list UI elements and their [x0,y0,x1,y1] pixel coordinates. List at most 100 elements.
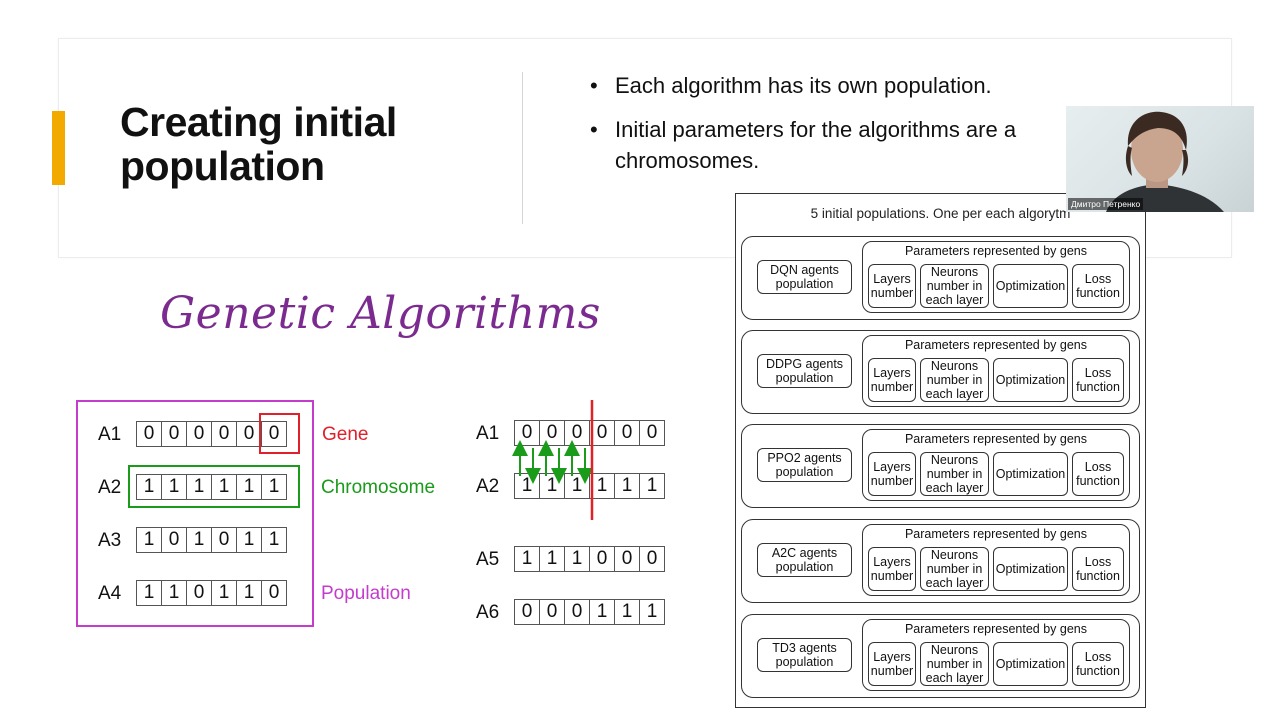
slide-title: Creating initial population [120,99,397,189]
algorithm-name: TD3 agents population [757,638,852,672]
param-layers-number: Layers number [868,452,916,496]
gene-label: Gene [322,424,369,445]
bullet-item: • Initial parameters for the algorithms a… [590,114,1060,176]
gene-cell: 0 [186,421,212,447]
gene-cell: 1 [589,599,615,625]
gene-cell: 0 [211,421,237,447]
gene-cell: 0 [186,580,212,606]
participant-name: Дмитро Петренко [1068,198,1144,210]
gene-cell: 1 [564,546,590,572]
gene-cell: 1 [261,474,287,500]
param-optimization: Optimization [993,264,1068,308]
chromosome-highlight-box [128,465,300,508]
gene-cell: 1 [136,527,162,553]
bullet-dot: • [590,117,598,142]
bullet-item: • Each algorithm has its own population. [590,70,1060,101]
param-loss-function: Loss function [1072,642,1124,686]
gene-cell: 1 [514,546,540,572]
parameter-group: Parameters represented by gens Layers nu… [862,429,1130,501]
bullet-dot: • [590,73,598,98]
gene-cell: 1 [236,474,262,500]
speaker-silhouette [1106,111,1224,212]
param-layers-number: Layers number [868,547,916,591]
population-label: Population [321,583,411,604]
row-label: A5 [476,549,500,570]
parameter-caption: Parameters represented by gens [904,244,1088,258]
bullet-list: •Each algorithm has its own population. … [590,70,1060,189]
bullet-text: Initial parameters for the algorithms ar… [615,117,1017,173]
algorithm-panel-ddpg: DDPG agents population Parameters repres… [741,330,1140,414]
parameter-caption: Parameters represented by gens [904,622,1088,636]
row-label: A6 [476,602,500,623]
param-optimization: Optimization [993,358,1068,402]
parameter-caption: Parameters represented by gens [904,338,1088,352]
gene-cell: 0 [261,580,287,606]
crossover-arrows [512,400,594,520]
gene-cell: 1 [136,580,162,606]
param-layers-number: Layers number [868,264,916,308]
gene-highlight-box [259,413,300,454]
gene-cell: 1 [186,527,212,553]
parameter-group: Parameters represented by gens Layers nu… [862,335,1130,407]
row-label: A2 [476,476,500,497]
param-layers-number: Layers number [868,642,916,686]
child-row-a5: 1 1 1 0 0 0 [514,546,665,572]
param-optimization: Optimization [993,452,1068,496]
population-box [76,400,314,627]
algorithm-name: DQN agents population [757,260,852,294]
param-loss-function: Loss function [1072,452,1124,496]
param-neurons-number: Neurons number in each layer [920,642,989,686]
algorithm-panel-a2c: A2C agents population Parameters represe… [741,519,1140,603]
row-label: A1 [476,423,500,444]
gene-cell: 0 [161,421,187,447]
row-label: A1 [98,424,122,445]
param-loss-function: Loss function [1072,358,1124,402]
algorithm-panel-td3: TD3 agents population Parameters represe… [741,614,1140,698]
gene-cell: 1 [186,474,212,500]
algorithm-name: A2C agents population [757,543,852,577]
parameter-group: Parameters represented by gens Layers nu… [862,524,1130,596]
gene-cell: 0 [614,546,640,572]
gene-cell: 0 [236,421,262,447]
parameter-caption: Parameters represented by gens [904,432,1088,446]
algorithm-name: DDPG agents population [757,354,852,388]
gene-cell: 0 [639,420,665,446]
webcam-video[interactable]: Дмитро Петренко [1066,106,1254,212]
gene-cell: 0 [514,599,540,625]
gene-cell: 0 [211,527,237,553]
accent-bar [52,111,65,185]
gene-cell: 1 [614,599,640,625]
header-divider [522,72,523,224]
param-loss-function: Loss function [1072,264,1124,308]
gene-cell: 1 [639,473,665,499]
param-neurons-number: Neurons number in each layer [920,547,989,591]
gene-cell: 1 [539,546,565,572]
chromosome-row-a4: 1 1 0 1 1 0 [136,580,287,606]
gene-cell: 0 [589,546,615,572]
algorithm-panel-dqn: DQN agents population Parameters represe… [741,236,1140,320]
chromosome-row-a3: 1 0 1 0 1 1 [136,527,287,553]
gene-cell: 1 [161,474,187,500]
bullet-text: Each algorithm has its own population. [615,73,992,98]
chromosome-row-a2: 1 1 1 1 1 1 [136,474,287,500]
gene-cell: 0 [161,527,187,553]
gene-cell: 1 [211,474,237,500]
gene-cell: 1 [161,580,187,606]
param-neurons-number: Neurons number in each layer [920,452,989,496]
param-optimization: Optimization [993,642,1068,686]
param-layers-number: Layers number [868,358,916,402]
gene-cell: 0 [614,420,640,446]
gene-cell: 1 [589,473,615,499]
param-neurons-number: Neurons number in each layer [920,358,989,402]
parameter-group: Parameters represented by gens Layers nu… [862,241,1130,313]
gene-cell: 0 [564,599,590,625]
gene-cell: 1 [639,599,665,625]
gene-cell: 1 [614,473,640,499]
gene-cell: 1 [211,580,237,606]
param-loss-function: Loss function [1072,547,1124,591]
gene-cell: 1 [261,527,287,553]
gene-cell: 1 [236,527,262,553]
param-neurons-number: Neurons number in each layer [920,264,989,308]
chromosome-row-a1: 0 0 0 0 0 0 [136,421,287,447]
row-label: A3 [98,530,122,551]
